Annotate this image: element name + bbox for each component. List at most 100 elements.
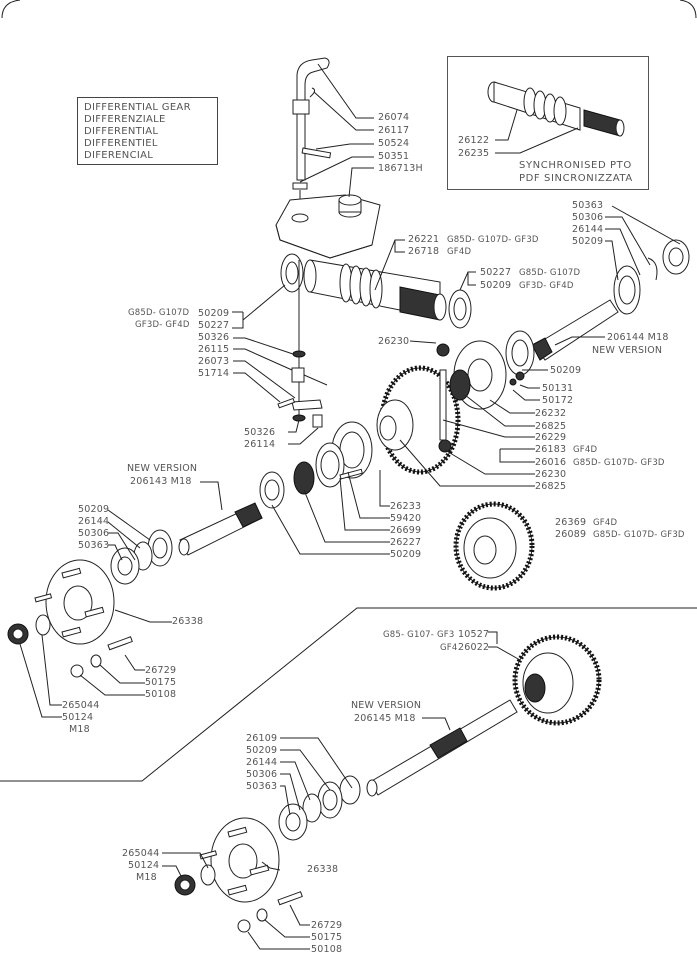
part-label: 186713H bbox=[378, 163, 423, 174]
part-label: 26233 bbox=[390, 501, 422, 512]
part-label: 50209 bbox=[550, 365, 582, 376]
frame-corner-left bbox=[1, 0, 21, 19]
pto-shaft-26221 bbox=[280, 253, 472, 329]
model-note: GF4D bbox=[593, 518, 618, 528]
part-label: 26338 bbox=[307, 864, 339, 875]
part-label: 26230 bbox=[378, 336, 410, 347]
part-label: 26089 bbox=[555, 529, 587, 540]
part-label: 26144 bbox=[78, 516, 110, 527]
part-label: 26115 bbox=[198, 344, 230, 355]
part-label: 50172 bbox=[542, 395, 574, 406]
part-label: 26729 bbox=[311, 920, 343, 931]
title-line-en: DIFFERENTIAL GEAR bbox=[84, 102, 191, 113]
part-label: 206145 M18 bbox=[354, 713, 416, 724]
title-line-de: DIFFERENTIAL bbox=[84, 126, 159, 137]
model-note: GF4 bbox=[440, 643, 458, 653]
model-note: G85D- G107D- GF3D bbox=[447, 235, 539, 245]
part-label: 50209 bbox=[572, 236, 604, 247]
frame-corner-right bbox=[679, 0, 697, 19]
part-label: 26144 bbox=[246, 757, 278, 768]
part-label: 26022 bbox=[458, 642, 490, 653]
title-line-it: DIFFERENZIALE bbox=[84, 114, 166, 125]
part-label: 50209 bbox=[480, 280, 512, 291]
model-note: G85D- G107D- GF3D bbox=[573, 458, 665, 468]
title-line-es: DIFERENCIAL bbox=[84, 150, 154, 161]
model-note: GF3D- GF4D bbox=[519, 281, 574, 291]
part-label: 50209 bbox=[78, 504, 110, 515]
ring-gear-26369 bbox=[453, 501, 535, 591]
part-label: 50108 bbox=[311, 944, 343, 955]
part-label: 26183 bbox=[535, 444, 567, 455]
model-note: G85D- G107D bbox=[519, 268, 581, 278]
model-note: G85- G107- GF3 bbox=[383, 630, 455, 640]
part-label: 50306 bbox=[246, 769, 278, 780]
section-divider bbox=[0, 607, 697, 782]
gear-stack-26227 bbox=[259, 421, 373, 509]
part-label: 26718 bbox=[408, 246, 440, 257]
part-label: 26117 bbox=[378, 125, 410, 136]
part-label: 50124 bbox=[62, 712, 94, 723]
part-label: 50306 bbox=[572, 212, 604, 223]
part-label: 26825 bbox=[535, 481, 567, 492]
part-label: 26232 bbox=[535, 408, 567, 419]
part-label: 50326 bbox=[198, 332, 230, 343]
leader-lines bbox=[19, 63, 681, 950]
part-label: 50175 bbox=[145, 677, 177, 688]
part-label: 26699 bbox=[390, 525, 422, 536]
shaft-206143 bbox=[178, 502, 263, 556]
part-label: 26074 bbox=[378, 112, 410, 123]
part-label: 50351 bbox=[378, 151, 410, 162]
shaft-206145 bbox=[366, 634, 602, 797]
part-label: 26227 bbox=[390, 537, 422, 548]
part-label: 26221 bbox=[408, 234, 440, 245]
part-label: 26369 bbox=[555, 517, 587, 528]
part-label: 50227 bbox=[480, 267, 512, 278]
diagram-title-box: DIFFERENTIAL GEAR DIFFERENZIALE DIFFEREN… bbox=[77, 97, 218, 165]
hub-assembly-26338-upper bbox=[7, 529, 173, 678]
part-label: 26729 bbox=[145, 665, 177, 676]
part-label: 26229 bbox=[535, 432, 567, 443]
part-label: 26109 bbox=[246, 733, 278, 744]
part-label: 26338 bbox=[172, 616, 204, 627]
model-note: G85D- G107D- GF3D bbox=[593, 530, 685, 540]
part-label: 50124 bbox=[128, 860, 160, 871]
thread-note: M18 bbox=[136, 872, 157, 883]
thread-note: M18 bbox=[69, 724, 90, 735]
version-note: NEW VERSION bbox=[351, 700, 422, 711]
part-label: 50209 bbox=[246, 745, 278, 756]
part-label: 26016 bbox=[535, 457, 567, 468]
synchronised-pto-inset bbox=[447, 56, 649, 190]
part-label: 50227 bbox=[198, 320, 230, 331]
pto-caption-en: SYNCHRONISED PTO bbox=[519, 160, 632, 171]
part-label: 59420 bbox=[390, 513, 422, 524]
differential-assembly bbox=[376, 330, 535, 475]
part-label: 50326 bbox=[244, 427, 276, 438]
part-label: 10527 bbox=[458, 629, 490, 640]
version-note: NEW VERSION bbox=[127, 463, 198, 474]
part-label: 26144 bbox=[572, 224, 604, 235]
model-note: GF4D bbox=[447, 247, 472, 257]
part-label: 26114 bbox=[244, 439, 276, 450]
title-line-fr: DIFFERENTIEL bbox=[84, 138, 158, 149]
part-label: 50363 bbox=[78, 540, 110, 551]
part-label: 50524 bbox=[378, 138, 410, 149]
part-label: 51714 bbox=[198, 368, 230, 379]
shift-fork-linkage bbox=[277, 260, 328, 428]
part-label: 50175 bbox=[311, 932, 343, 943]
synchronised-pto-shaft bbox=[487, 81, 625, 154]
version-note: NEW VERSION bbox=[592, 345, 663, 356]
part-label: 265044 bbox=[122, 848, 160, 859]
part-label: 26073 bbox=[198, 356, 230, 367]
part-label: 206143 M18 bbox=[130, 476, 192, 487]
part-label: 26825 bbox=[535, 421, 567, 432]
part-label: 50363 bbox=[572, 200, 604, 211]
part-label-26235: 26235 bbox=[458, 148, 490, 159]
part-label: 50209 bbox=[198, 308, 230, 319]
part-label-26122: 26122 bbox=[458, 135, 490, 146]
pto-caption-it: PDF SINCRONIZZATA bbox=[519, 173, 633, 184]
part-label: 206144 M18 bbox=[607, 332, 669, 343]
model-note: GF3D- GF4D bbox=[135, 320, 190, 330]
part-label: 265044 bbox=[62, 700, 100, 711]
hub-assembly-26338-lower bbox=[174, 775, 361, 933]
part-label: 26230 bbox=[535, 469, 567, 480]
